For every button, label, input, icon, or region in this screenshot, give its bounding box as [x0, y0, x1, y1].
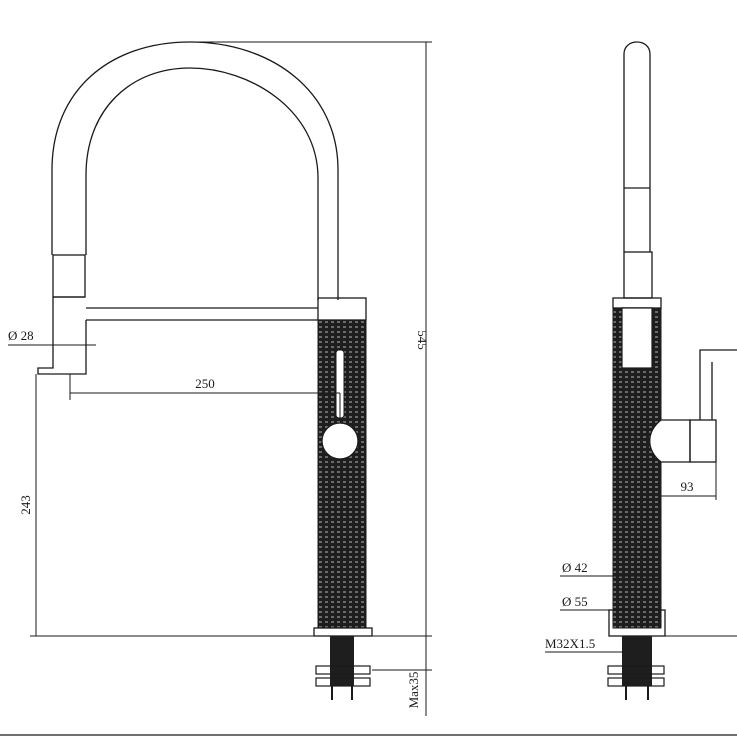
thread-label: M32X1.5 [545, 636, 595, 651]
front-dimensions: 545 Max35 243 250 Ø 28 [8, 41, 432, 716]
base-flange [313, 627, 373, 637]
lever-knob [321, 422, 359, 460]
spout-height-label: 243 [18, 495, 33, 515]
body-diameter-base-label: Ø 55 [562, 594, 588, 609]
side-view [607, 41, 737, 700]
front-view [37, 41, 373, 700]
spray-head-collar [52, 254, 86, 298]
side-collar [612, 297, 662, 309]
max-deck-label: Max35 [406, 672, 421, 709]
spout-reach-label: 250 [195, 376, 215, 391]
side-dimensions: 93 Ø 42 Ø 55 M32X1.5 [545, 462, 737, 653]
hose-diameter-label: Ø 28 [8, 328, 34, 343]
handle-projection-label: 93 [681, 479, 694, 494]
mounting-nut [315, 665, 371, 675]
body-diameter-upper-label: Ø 42 [562, 560, 588, 575]
side-lever [649, 419, 691, 463]
body-collar [317, 297, 367, 321]
overall-height-label: 545 [415, 330, 430, 350]
hose-arc-outer [51, 41, 339, 300]
spray-head-nozzle [37, 297, 87, 375]
hose-arc-inner [85, 67, 319, 300]
side-spout-wand [623, 41, 651, 252]
